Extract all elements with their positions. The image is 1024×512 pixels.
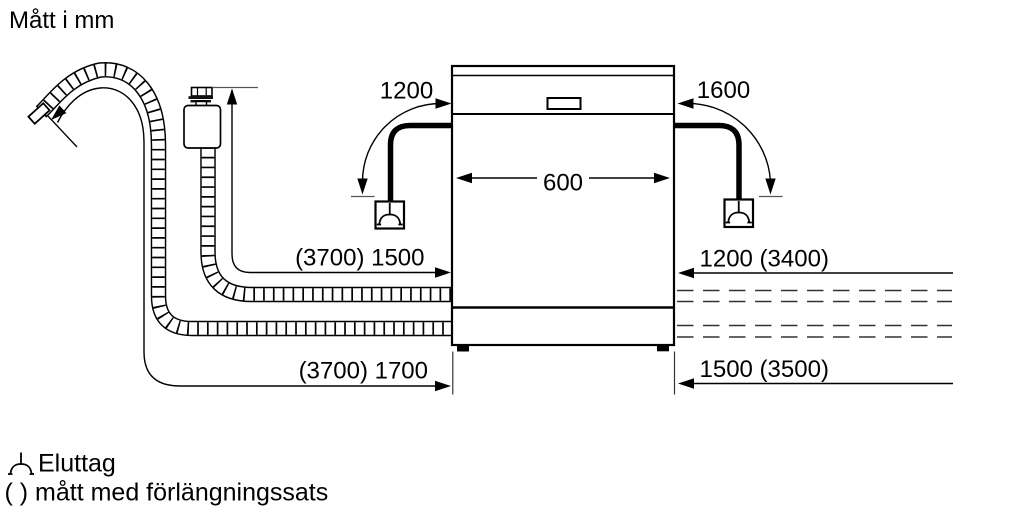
foot-right	[657, 345, 669, 352]
dim-appliance-width-label: 600	[543, 170, 583, 197]
dim-right-top-label: 1200 (3400)	[700, 246, 829, 273]
power-outlet-right	[723, 198, 755, 229]
dim-supply-hose: (3700) 1500	[212, 86, 451, 278]
drain-hose-end-cap	[27, 102, 51, 125]
legend: Eluttag ( ) mått med förlängningssats	[5, 450, 329, 507]
hose-extension-dashed-lines	[677, 289, 952, 338]
dim-cord-left-label: 1200	[380, 78, 433, 105]
aquastop-valve	[183, 86, 222, 149]
drain-hose	[27, 62, 456, 337]
legend-note: ( ) mått med förlängningssats	[5, 479, 329, 507]
dim-supply-hose-label: (3700) 1500	[295, 245, 424, 272]
valve-body	[183, 104, 222, 149]
dim-right-bottom: 1500 (3500)	[673, 351, 953, 395]
power-cord-left	[387, 122, 452, 201]
supply-hose	[200, 147, 456, 303]
dim-drain-hose: (3700) 1700	[46, 87, 454, 395]
power-cord-right	[674, 122, 742, 200]
door-handle	[546, 97, 582, 110]
diagram-title: Mått i mm	[9, 7, 114, 34]
dim-appliance-width: 600	[456, 170, 670, 197]
dim-right-top: 1200 (3400)	[678, 246, 953, 279]
dim-cord-right: 1600	[677, 77, 783, 198]
dishwasher-outline	[450, 64, 676, 352]
dim-cord-right-label: 1600	[697, 77, 750, 104]
valve-cap	[190, 86, 213, 97]
dim-cord-left: 1200	[351, 78, 452, 198]
legend-socket-label: Eluttag	[38, 450, 116, 478]
power-outlet-left	[374, 200, 406, 230]
foot-left	[457, 345, 469, 352]
valve-ring	[188, 96, 213, 99]
dim-drain-hose-label: (3700) 1700	[299, 358, 428, 385]
dim-right-bottom-label: 1500 (3500)	[700, 356, 829, 383]
